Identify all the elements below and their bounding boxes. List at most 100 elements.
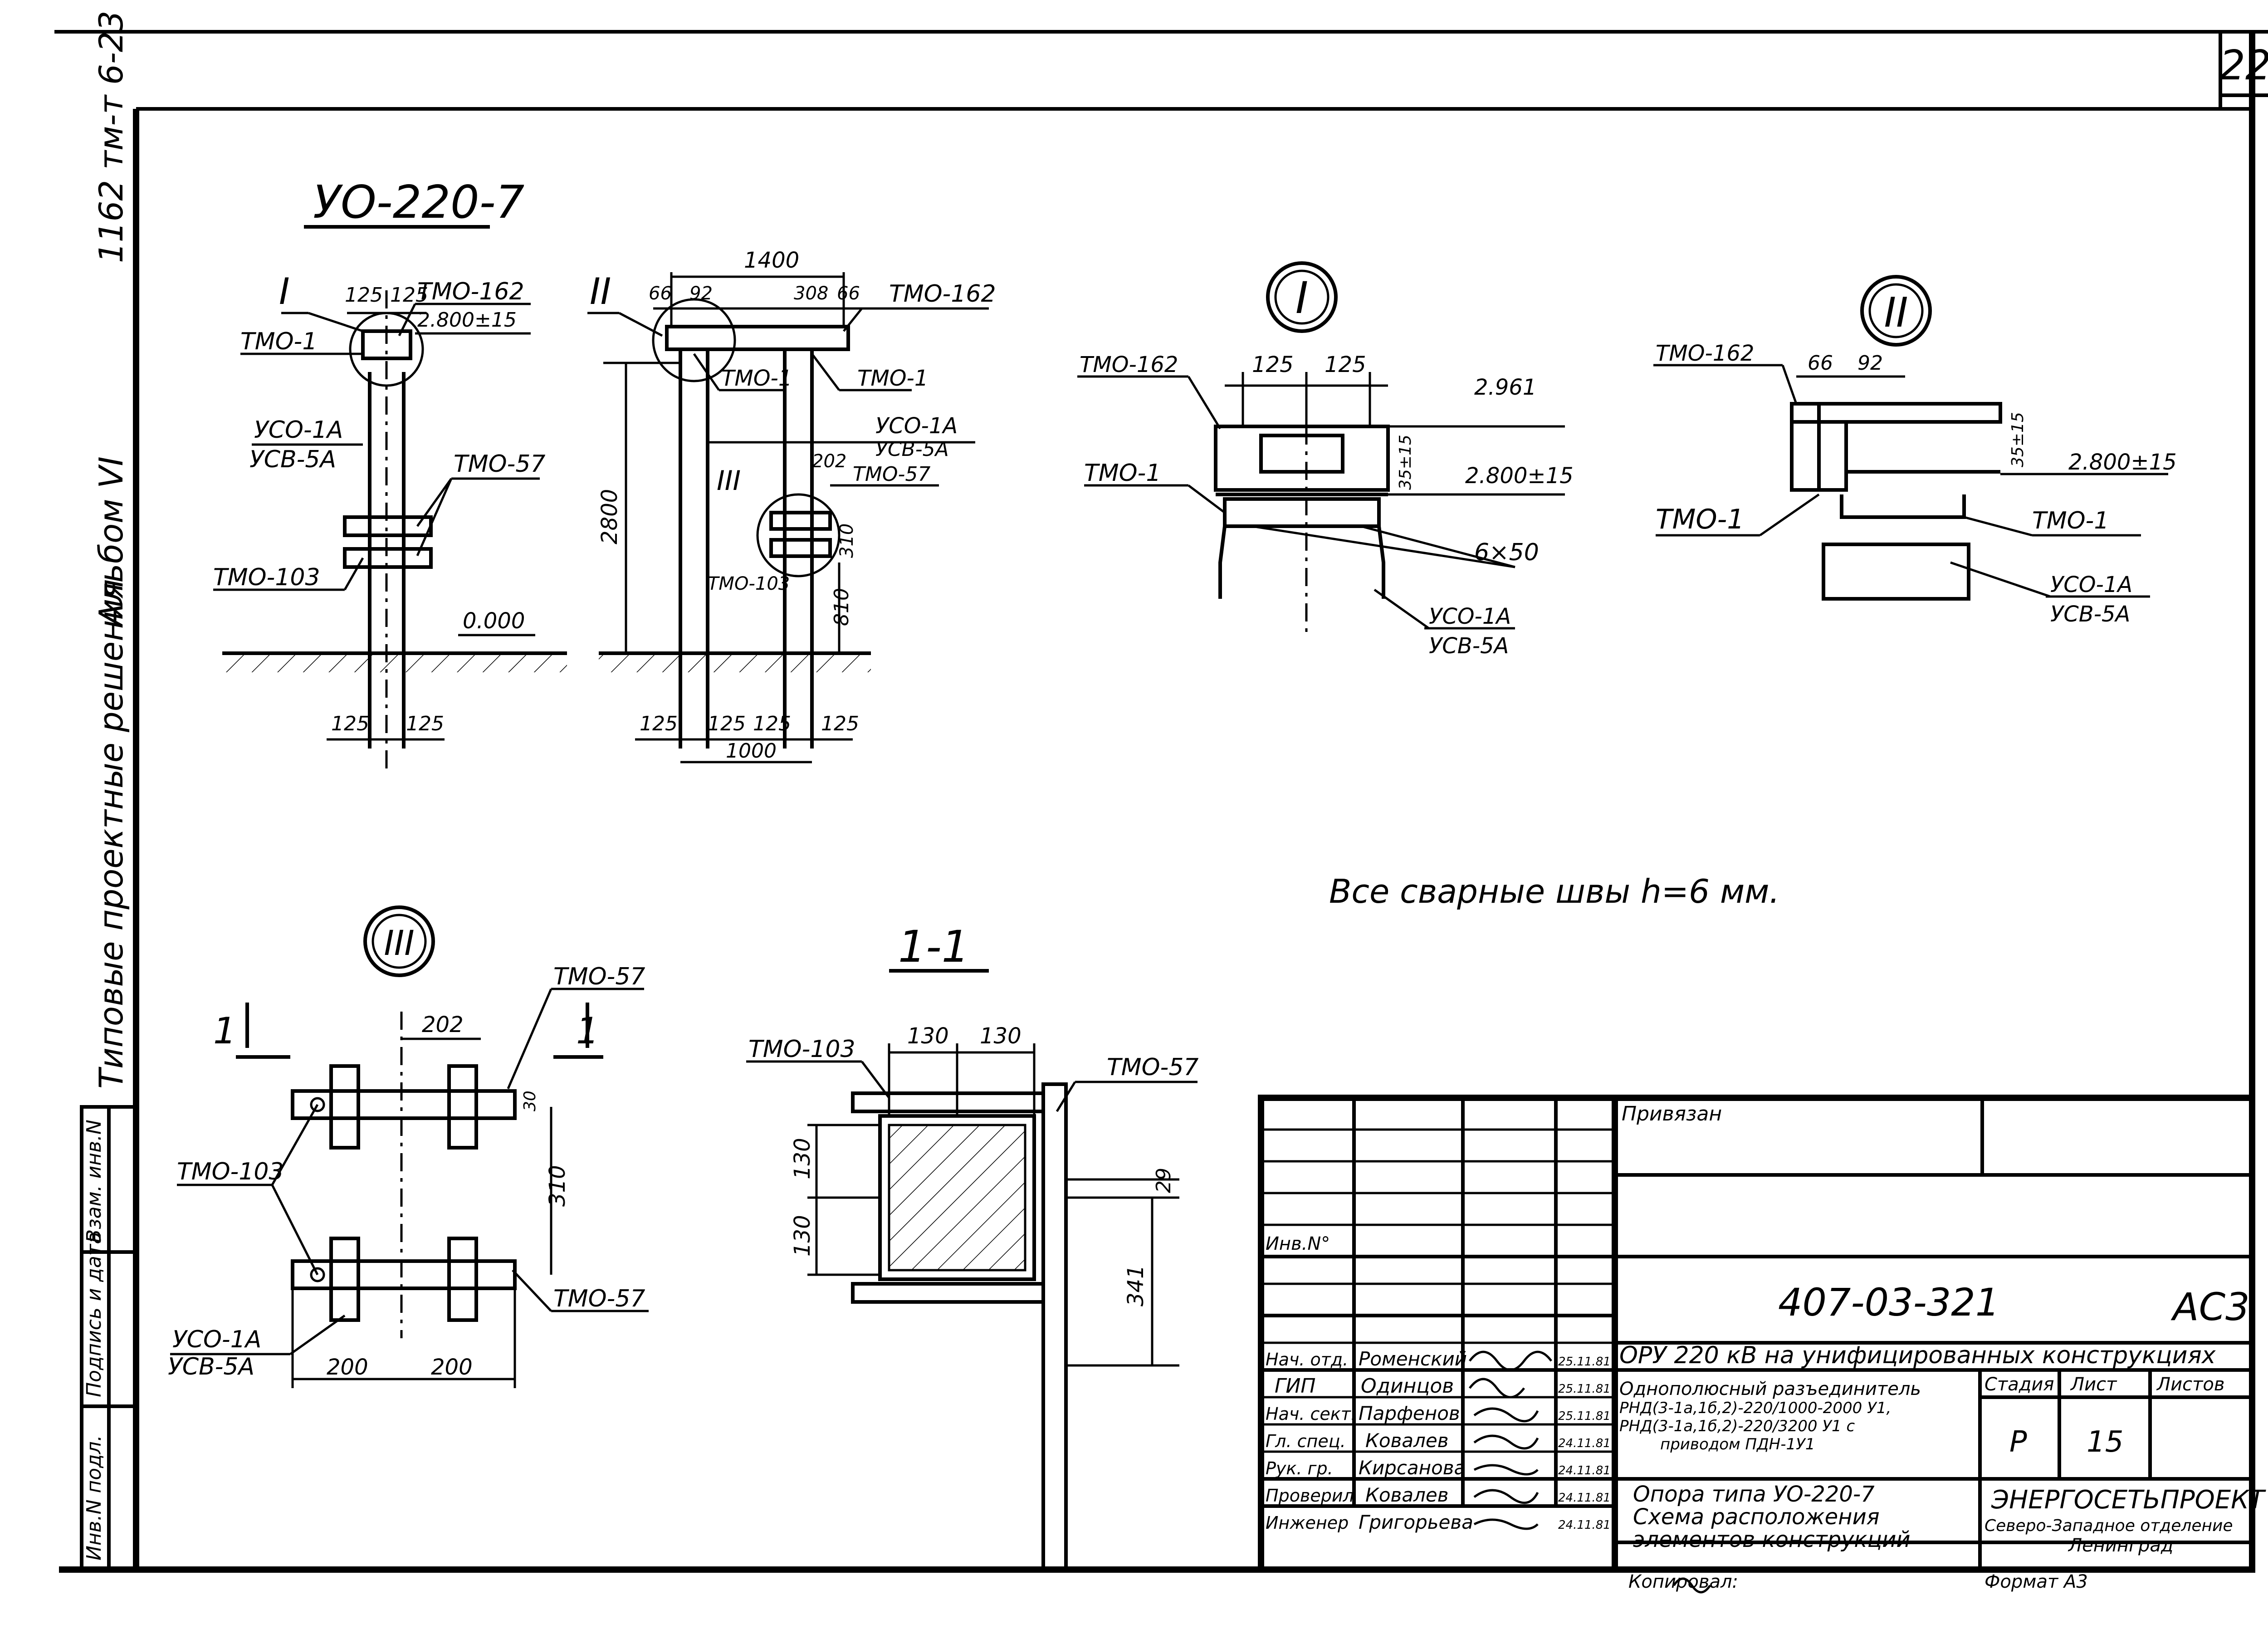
tb-sheet-title-3: элементов конструкций [1633, 1527, 1911, 1552]
roman-2-callout: II [590, 270, 611, 313]
stamp-signature-date: Подпись и дата [83, 1232, 106, 1397]
page-number: 22 [2219, 42, 2268, 89]
sig-date: 25.11.81 [1558, 1409, 1611, 1423]
dim-310-side: 310 [836, 523, 857, 558]
detail2-dim-92: 92 [1857, 352, 1883, 375]
detail-1: I 125 125 ТМО-162 2.961 ТМО-1 35±15 2.80… [1077, 261, 1574, 659]
weld-note: Все сварные швы h=6 мм. [1329, 872, 1779, 910]
tb-project: ОРУ 220 кВ на унифицированных конструкци… [1619, 1342, 2216, 1369]
detail3-dim-310: 310 [545, 1165, 570, 1207]
label-tmo57-front: ТМО-57 [454, 450, 546, 478]
signature-row: ГИП Одинцов 25.11.81 [1275, 1375, 1611, 1398]
sig-role: Гл. спец. [1266, 1431, 1346, 1451]
detail3-dim-200-right: 200 [431, 1355, 473, 1380]
sig-name: Парфенов [1359, 1402, 1460, 1424]
section-label-tmo103: ТМО-103 [748, 1036, 855, 1063]
detail2-label-tmo162: ТМО-162 [1656, 341, 1754, 366]
label-usv5a-front: УСВ-5А [249, 446, 336, 473]
sig-role: Инженер [1266, 1513, 1349, 1533]
sig-name: Григорьева [1359, 1511, 1473, 1533]
elevation-side-view: II 1400 66 92 308 66 ТМО-162 ТМО-1 ТМО-1… [587, 248, 996, 763]
detail1-label-tmo162: ТМО-162 [1080, 352, 1178, 377]
tb-item-line-1: Однополюсный разъединитель [1619, 1379, 1921, 1399]
tb-col-sheets: Листов [2156, 1374, 2224, 1395]
label-tmo57-side: ТМО-57 [853, 463, 930, 486]
section-arrow-left: 1 [213, 1010, 236, 1052]
sig-name: Кирсанова [1359, 1457, 1466, 1479]
sig-role: Нач. сект. [1266, 1404, 1356, 1424]
detail-1-number: I [1295, 273, 1308, 323]
detail3-dim-30: 30 [521, 1091, 539, 1111]
section-dim-130-top-left: 130 [907, 1023, 949, 1049]
sig-date: 25.11.81 [1558, 1355, 1611, 1369]
side-band: 1162 тм-т 6-23 Альбом VI Типовые проектн… [80, 10, 138, 1571]
section-dim-130-left-bottom: 130 [790, 1215, 815, 1257]
sig-date: 24.11.81 [1558, 1518, 1611, 1532]
detail1-dim-125-left: 125 [1252, 352, 1294, 377]
label-uso1a-front: УСО-1А [254, 416, 343, 444]
stamp-inv-original: Инв.N подл. [83, 1435, 106, 1561]
tb-org-2: Северо-Западное отделение [1984, 1517, 2233, 1535]
sig-role: Нач. отд. [1266, 1350, 1348, 1370]
dim-125-bottom-right: 125 [406, 712, 444, 735]
tb-sheet-title-2: Схема расположения [1633, 1504, 1880, 1530]
sig-date: 25.11.81 [1558, 1382, 1611, 1396]
tb-doc-code: 407-03-321 [1778, 1280, 1999, 1325]
dim-1400: 1400 [744, 248, 799, 273]
roman-3-callout-side: III [717, 465, 741, 497]
signature-row: Рук. гр. Кирсанова 24.11.81 [1266, 1457, 1611, 1479]
section-1-1: 1-1 130 130 130 130 29 341 ТМО-103 ТМО-5… [746, 921, 1199, 1571]
detail2-dim-66: 66 [1808, 352, 1833, 375]
tb-item-line-2: РНД(3-1а,1б,2)-220/1000-2000 У1, [1619, 1399, 1891, 1417]
dim-125-left: 125 [345, 284, 383, 307]
detail-3-number: III [384, 923, 414, 963]
tb-inv-no: Инв.N° [1266, 1233, 1330, 1254]
sig-date: 24.11.81 [1558, 1491, 1611, 1505]
detail2-mark-2800: 2.800±15 [2068, 450, 2177, 475]
detail1-mark-2961: 2.961 [1474, 375, 1536, 400]
sig-name: Ковалев [1365, 1484, 1448, 1506]
dim-125-side-4: 125 [821, 712, 859, 735]
signature-row: Нач. отд. Роменский 25.11.81 [1266, 1348, 1611, 1370]
detail1-dim-125-right: 125 [1325, 352, 1366, 377]
tb-item-line-3: РНД(3-1а,1б,2)-220/3200 У1 с [1619, 1417, 1855, 1435]
tb-org-1: ЭНЕРГОСЕТЬПРОЕКТ [1991, 1485, 2266, 1515]
signature-row: Проверил Ковалев 24.11.81 [1266, 1484, 1611, 1506]
main-title: УО-220-7 [313, 176, 524, 229]
signature-row: Гл. спец. Ковалев 24.11.81 [1266, 1429, 1611, 1452]
roman-1-callout: I [279, 270, 290, 313]
label-tmo103-side: ТМО-103 [708, 573, 790, 594]
section-dim-341: 341 [1123, 1265, 1149, 1306]
detail2-label-tmo1-right: ТМО-1 [2032, 507, 2109, 534]
detail3-label-uso1a: УСО-1А [172, 1326, 261, 1353]
label-tmo162-side: ТМО-162 [889, 280, 996, 308]
sig-date: 24.11.81 [1558, 1437, 1611, 1450]
tb-org-3: Ленинград [2068, 1535, 2174, 1556]
label-tmo1-side-right: ТМО-1 [857, 366, 928, 391]
label-uso1a-side: УСО-1А [875, 413, 958, 439]
tb-sheet-title-1: Опора типа УО-220-7 [1633, 1482, 1875, 1507]
sig-role: Рук. гр. [1266, 1458, 1333, 1478]
tb-sheet-no: 15 [2087, 1425, 2123, 1459]
tb-privyazan: Привязан [1622, 1102, 1722, 1125]
dim-92: 92 [689, 283, 713, 304]
album-code: 1162 тм-т 6-23 [92, 10, 130, 263]
sheet-frame [54, 30, 2268, 1573]
section-label-tmo57: ТМО-57 [1107, 1054, 1199, 1081]
detail1-label-tmo1: ТМО-1 [1084, 460, 1161, 487]
sig-name: Ковалев [1365, 1429, 1448, 1452]
detail1-dim-35: 35±15 [1396, 435, 1415, 490]
detail-2-number: II [1884, 289, 1908, 337]
dim-202-side: 202 [812, 451, 846, 472]
dim-125-side-3: 125 [753, 712, 791, 735]
sig-name: Роменский [1359, 1348, 1467, 1370]
tb-col-stage: Стадия [1984, 1374, 2054, 1395]
detail2-label-usv5a: УСВ-5А [2050, 602, 2130, 627]
detail1-mark-2800: 2.800±15 [1465, 463, 1574, 489]
section-label: 1-1 [898, 921, 969, 972]
sig-role: ГИП [1275, 1375, 1316, 1398]
title-block: Привязан Инв.N° 407-03-321 АС3 ОРУ 220 к… [1258, 1095, 2266, 1594]
dim-308: 308 [794, 283, 828, 304]
sig-date: 24.11.81 [1558, 1464, 1611, 1477]
